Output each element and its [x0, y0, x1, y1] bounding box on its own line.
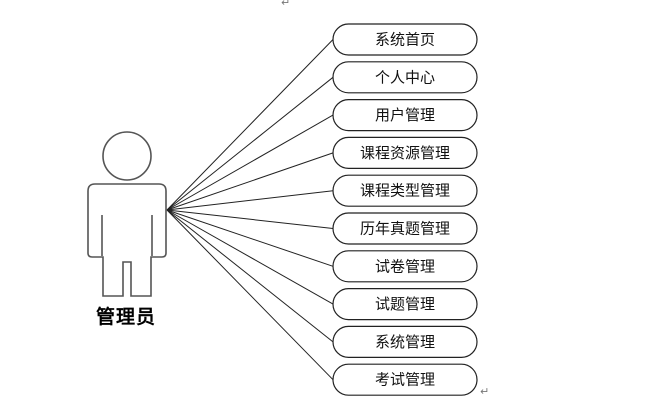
use-case-label: 课程资源管理	[360, 144, 450, 162]
association-line	[166, 190, 334, 211]
association-line	[166, 39, 334, 211]
association-lines	[166, 39, 334, 381]
use-case-label: 试题管理	[375, 295, 435, 313]
use-case: 系统管理	[332, 325, 478, 358]
use-case-label: 考试管理	[375, 371, 435, 389]
use-case: 课程资源管理	[332, 136, 478, 169]
use-case-oval	[332, 23, 478, 56]
use-case-label: 用户管理	[375, 106, 435, 124]
use-case-label: 历年真题管理	[360, 220, 450, 238]
use-case-label: 个人中心	[375, 68, 435, 86]
association-line	[166, 114, 334, 211]
use-case: 历年真题管理	[332, 212, 478, 245]
use-case: 课程类型管理	[332, 174, 478, 207]
use-case-oval	[332, 363, 478, 396]
actor-label: 管理员	[95, 306, 156, 328]
use-case: 考试管理	[332, 363, 478, 396]
actor-body	[87, 183, 167, 297]
association-line	[166, 209, 334, 343]
use-case-oval	[332, 212, 478, 245]
use-case-oval	[332, 98, 478, 132]
use-case-oval	[332, 288, 478, 321]
paragraph-mark-top: ↵	[281, 0, 291, 9]
use-case-label: 系统管理	[375, 333, 435, 351]
association-line	[166, 152, 334, 211]
use-case-label: 课程类型管理	[360, 182, 450, 200]
use-case-oval	[332, 250, 478, 283]
actor-head	[102, 131, 152, 181]
actor-figure	[87, 131, 167, 297]
association-line	[166, 209, 334, 305]
use-case-oval	[332, 61, 478, 94]
use-case-oval	[332, 136, 478, 169]
association-line	[166, 76, 334, 211]
use-case: 试卷管理	[332, 250, 478, 283]
association-line	[166, 209, 334, 229]
use-case-label: 试卷管理	[375, 257, 435, 275]
use-case-oval	[332, 174, 478, 207]
use-case: 个人中心	[332, 61, 478, 94]
use-case-oval	[332, 325, 478, 358]
use-case: 用户管理	[332, 98, 478, 132]
use-case: 试题管理	[332, 288, 478, 321]
association-line	[166, 209, 334, 381]
use-case-list: 系统首页个人中心用户管理课程资源管理课程类型管理历年真题管理试卷管理试题管理系统…	[332, 23, 478, 396]
association-line	[166, 209, 334, 267]
use-case-label: 系统首页	[375, 31, 435, 49]
use-case: 系统首页	[332, 23, 478, 56]
paragraph-mark-bottom: ↵	[480, 385, 490, 398]
